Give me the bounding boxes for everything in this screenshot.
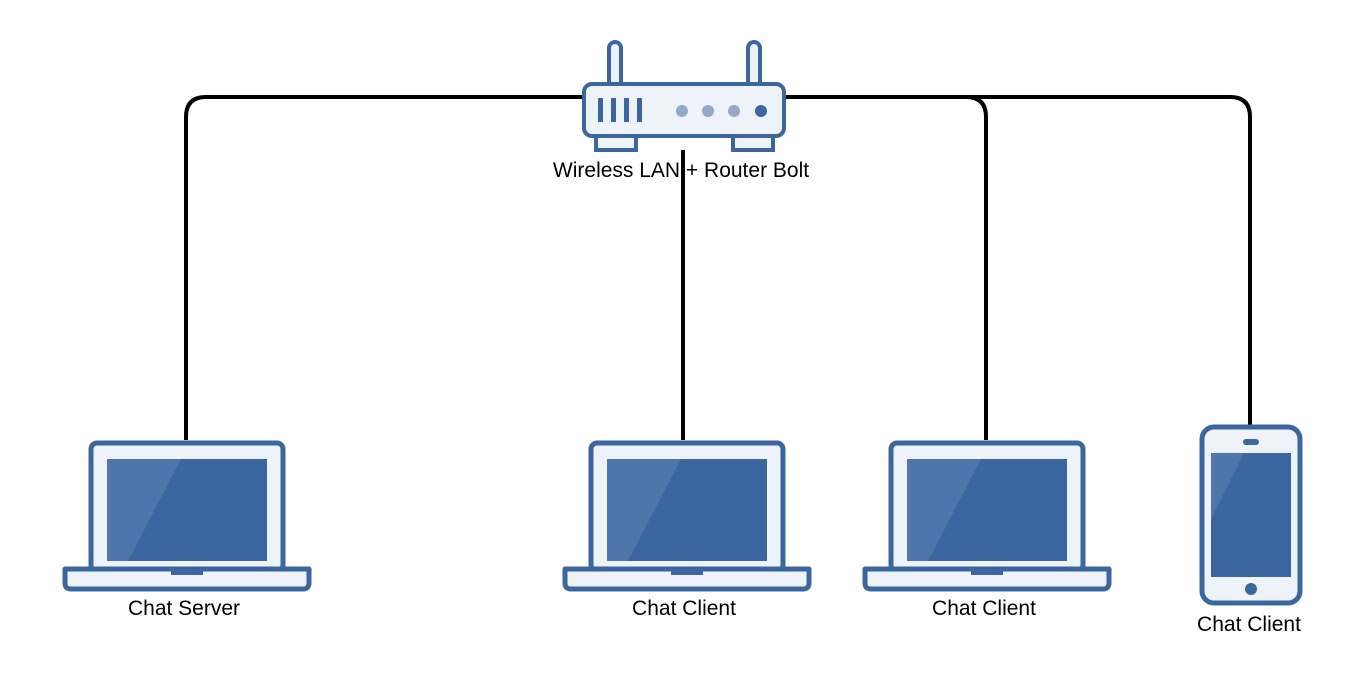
device-chat-client-3[interactable]: Chat Client xyxy=(1197,424,1303,636)
device-label: Chat Client xyxy=(1197,613,1301,636)
router-icon xyxy=(582,40,786,152)
connection-router-to-chat-client-3 xyxy=(966,95,1252,427)
laptop-icon xyxy=(65,443,309,589)
device-chat-server[interactable]: Chat Server xyxy=(65,443,309,620)
connections xyxy=(184,95,1252,440)
router[interactable]: Wireless LAN + Router Bolt xyxy=(553,40,809,182)
device-label: Chat Client xyxy=(632,597,736,620)
router-label: Wireless LAN + Router Bolt xyxy=(553,159,809,182)
device-chat-client-1[interactable]: Chat Client xyxy=(565,443,809,620)
connection-router-to-chat-server xyxy=(184,95,584,440)
laptop-icon xyxy=(565,443,809,589)
laptop-icon xyxy=(865,443,1109,589)
device-label: Chat Server xyxy=(128,597,240,620)
smartphone-icon xyxy=(1199,424,1303,606)
device-chat-client-2[interactable]: Chat Client xyxy=(865,443,1109,620)
device-label: Chat Client xyxy=(932,597,1036,620)
connection-router-to-chat-client-2 xyxy=(784,95,988,440)
